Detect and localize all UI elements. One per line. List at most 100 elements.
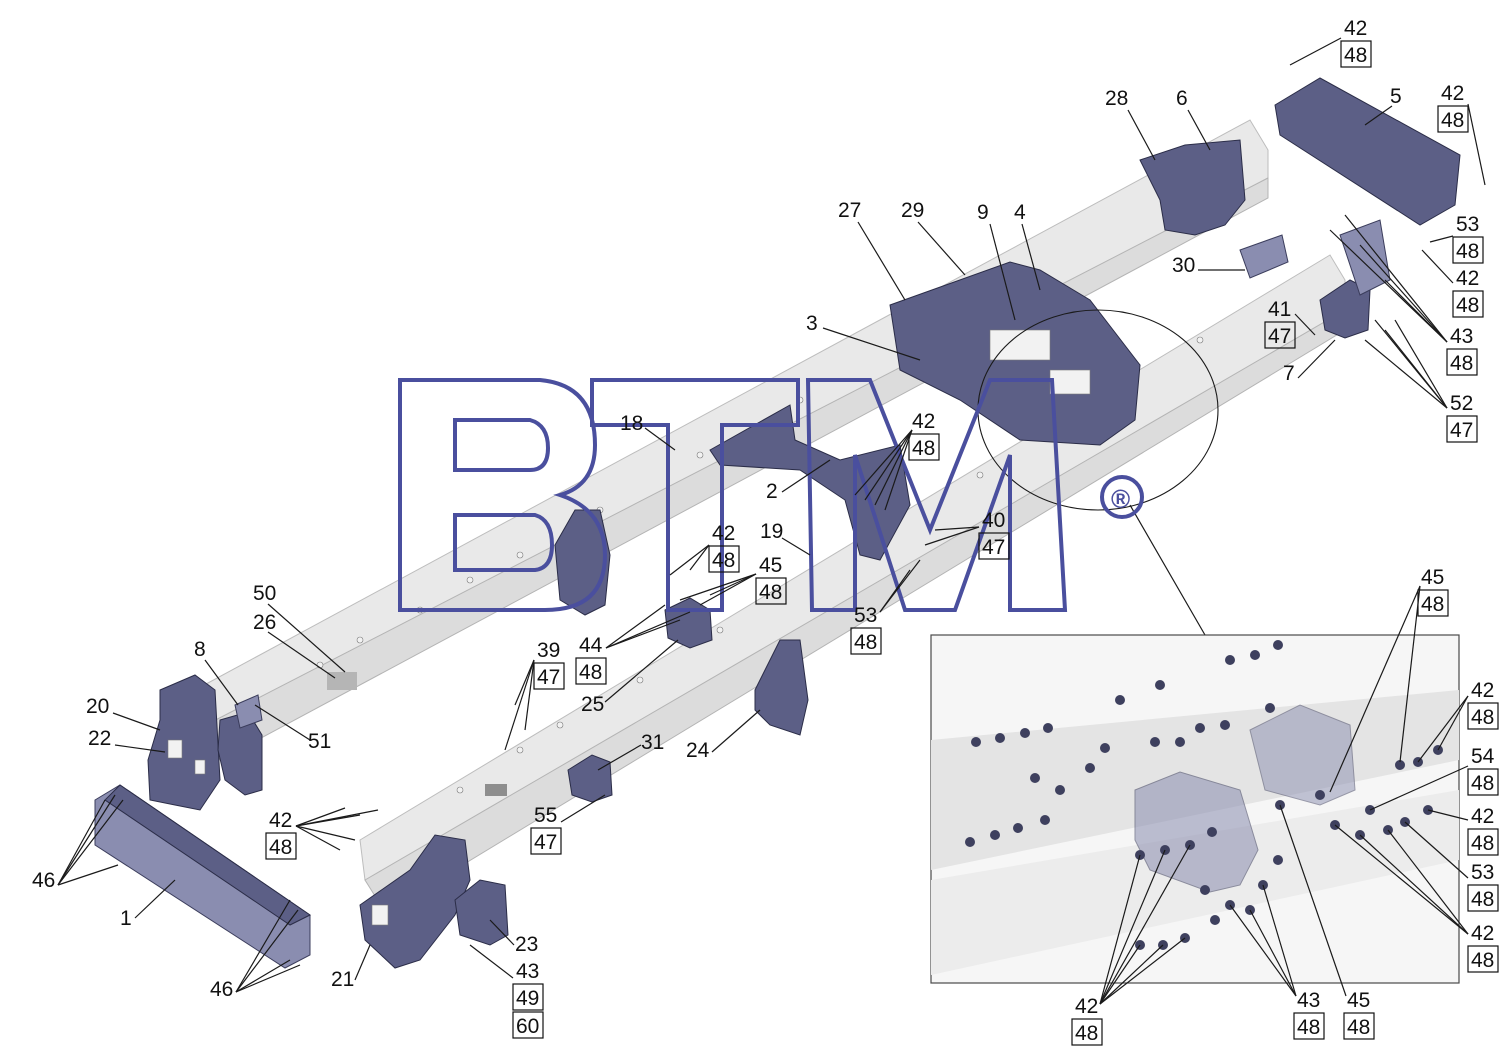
callout-c-42l: 42 48 <box>669 522 740 576</box>
svg-text:53: 53 <box>854 604 877 627</box>
callout-i-42a: 42 48 <box>1417 679 1499 763</box>
callout-c-45l: 45 48 <box>679 554 787 606</box>
svg-text:48: 48 <box>1344 44 1367 67</box>
part-30-plate <box>1239 234 1289 279</box>
svg-text:48: 48 <box>579 661 602 684</box>
callout-c-39: 39 47 <box>504 639 565 751</box>
label-19: 19 <box>760 520 783 543</box>
part-20-bracket <box>147 674 221 811</box>
svg-text:47: 47 <box>537 666 560 689</box>
svg-text:42: 42 <box>1471 922 1494 945</box>
fraction-callouts: 42 48 42 48 53 48 42 48 41 <box>265 17 1499 1046</box>
callout-c-41: 41 47 <box>1264 298 1316 349</box>
part-5-plate <box>1274 77 1461 226</box>
label-46-upper: 46 <box>32 869 55 892</box>
svg-text:43: 43 <box>1297 989 1320 1012</box>
part-2-crossmember <box>709 404 911 561</box>
label-4: 4 <box>1014 201 1026 224</box>
svg-text:49: 49 <box>516 987 539 1010</box>
btm-watermark: ® <box>398 378 1144 612</box>
svg-text:42: 42 <box>1471 805 1494 828</box>
svg-text:48: 48 <box>1441 109 1464 132</box>
callout-c-53r: 53 48 <box>1429 213 1484 264</box>
label-51: 51 <box>308 730 331 753</box>
svg-text:52: 52 <box>1450 392 1473 415</box>
callout-c-40: 40 47 <box>924 509 1010 560</box>
callout-c-55: 55 47 <box>530 794 606 855</box>
label-25: 25 <box>581 693 604 716</box>
svg-text:47: 47 <box>534 831 557 854</box>
svg-text:48: 48 <box>1471 772 1494 795</box>
label-50: 50 <box>253 582 276 605</box>
label-7: 7 <box>1283 362 1295 385</box>
part-23-bracket <box>454 879 509 946</box>
svg-text:60: 60 <box>516 1015 539 1038</box>
label-28: 28 <box>1105 87 1128 110</box>
logo-registered-circle <box>1100 475 1144 519</box>
label-29: 29 <box>901 199 924 222</box>
svg-text:48: 48 <box>1471 949 1494 972</box>
svg-text:40: 40 <box>982 509 1005 532</box>
callout-c-44: 44 48 <box>575 604 691 685</box>
svg-text:48: 48 <box>1421 593 1444 616</box>
svg-text:42: 42 <box>1471 679 1494 702</box>
logo-letter-b <box>398 378 608 612</box>
inset-bracket-2 <box>1249 704 1356 806</box>
label-1: 1 <box>120 907 132 930</box>
label-26: 26 <box>253 611 276 634</box>
callout-c-5r: 42 48 <box>1437 82 1486 186</box>
label-31: 31 <box>641 731 664 754</box>
label-8: 8 <box>194 638 206 661</box>
svg-text:42: 42 <box>269 809 292 832</box>
svg-text:54: 54 <box>1471 745 1495 768</box>
label-9: 9 <box>977 201 989 224</box>
svg-text:39: 39 <box>537 639 560 662</box>
logo-letter-t <box>590 378 800 612</box>
svg-text:48: 48 <box>1471 832 1494 855</box>
svg-text:47: 47 <box>1450 419 1473 442</box>
svg-text:48: 48 <box>1347 1016 1370 1039</box>
svg-text:48: 48 <box>912 437 935 460</box>
svg-text:55: 55 <box>534 804 557 827</box>
label-3: 3 <box>806 312 818 335</box>
callout-c-43r: 43 48 <box>1329 214 1478 376</box>
callout-c-52: 52 47 <box>1364 319 1478 443</box>
label-21: 21 <box>331 968 354 991</box>
logo-registered-mark: ® <box>1111 484 1130 514</box>
rail-plate-26 <box>327 672 357 690</box>
callout-c-42m: 42 48 <box>854 410 940 511</box>
svg-text:43: 43 <box>516 960 539 983</box>
svg-text:53: 53 <box>1471 861 1494 884</box>
callout-c-43b: 43 49 60 <box>469 944 544 1039</box>
part-7-bracket <box>1319 279 1371 339</box>
svg-text:48: 48 <box>759 581 782 604</box>
svg-text:45: 45 <box>1421 566 1444 589</box>
label-22: 22 <box>88 727 111 750</box>
svg-text:48: 48 <box>1471 888 1494 911</box>
callout-i-42b: 42 48 <box>1427 805 1499 856</box>
part-labels: 1 2 3 4 5 6 7 8 9 18 19 20 21 22 23 24 2… <box>32 85 1402 1001</box>
svg-text:44: 44 <box>579 634 603 657</box>
svg-text:48: 48 <box>854 631 877 654</box>
svg-text:47: 47 <box>1268 325 1291 348</box>
label-46-lower: 46 <box>210 978 233 1001</box>
label-5: 5 <box>1390 85 1402 108</box>
svg-text:48: 48 <box>712 549 735 572</box>
label-27: 27 <box>838 199 861 222</box>
svg-text:47: 47 <box>982 536 1005 559</box>
part-8-plate <box>234 694 263 729</box>
svg-text:45: 45 <box>1347 989 1370 1012</box>
part-6-bracket <box>1139 139 1246 236</box>
svg-text:43: 43 <box>1450 325 1473 348</box>
callout-i-45t: 45 48 <box>1329 566 1449 793</box>
svg-text:45: 45 <box>759 554 782 577</box>
svg-text:53: 53 <box>1456 213 1479 236</box>
svg-text:48: 48 <box>269 836 292 859</box>
svg-text:48: 48 <box>1075 1022 1098 1045</box>
label-24: 24 <box>686 739 710 762</box>
svg-text:48: 48 <box>1297 1016 1320 1039</box>
rail-slot <box>485 784 507 796</box>
parts <box>94 77 1461 969</box>
